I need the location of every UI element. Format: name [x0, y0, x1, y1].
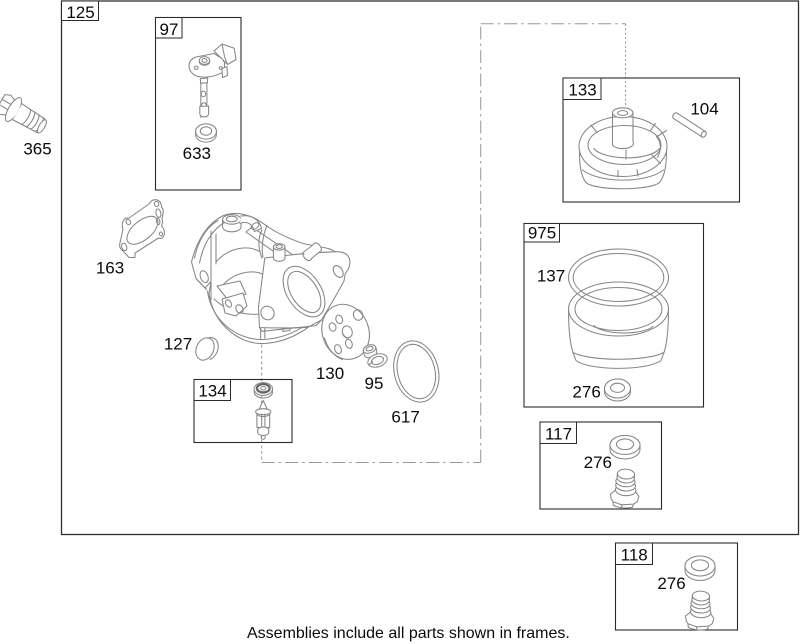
svg-text:617: 617: [391, 407, 419, 426]
svg-text:276: 276: [572, 383, 600, 402]
svg-text:633: 633: [183, 144, 211, 163]
svg-text:276: 276: [657, 574, 685, 593]
svg-text:133: 133: [568, 80, 596, 99]
svg-text:975: 975: [528, 224, 556, 243]
svg-text:104: 104: [690, 100, 718, 119]
svg-text:137: 137: [537, 267, 565, 286]
svg-text:130: 130: [316, 364, 344, 383]
svg-text:134: 134: [198, 381, 226, 400]
svg-text:118: 118: [621, 545, 648, 564]
svg-text:276: 276: [584, 453, 612, 472]
svg-text:95: 95: [365, 374, 384, 393]
svg-text:97: 97: [160, 20, 179, 39]
svg-text:117: 117: [545, 424, 572, 443]
svg-text:Assemblies include all parts s: Assemblies include all parts shown in fr…: [247, 625, 570, 642]
svg-text:127: 127: [164, 335, 192, 354]
svg-text:163: 163: [96, 259, 124, 278]
svg-text:125: 125: [66, 3, 94, 22]
svg-text:365: 365: [23, 139, 51, 158]
